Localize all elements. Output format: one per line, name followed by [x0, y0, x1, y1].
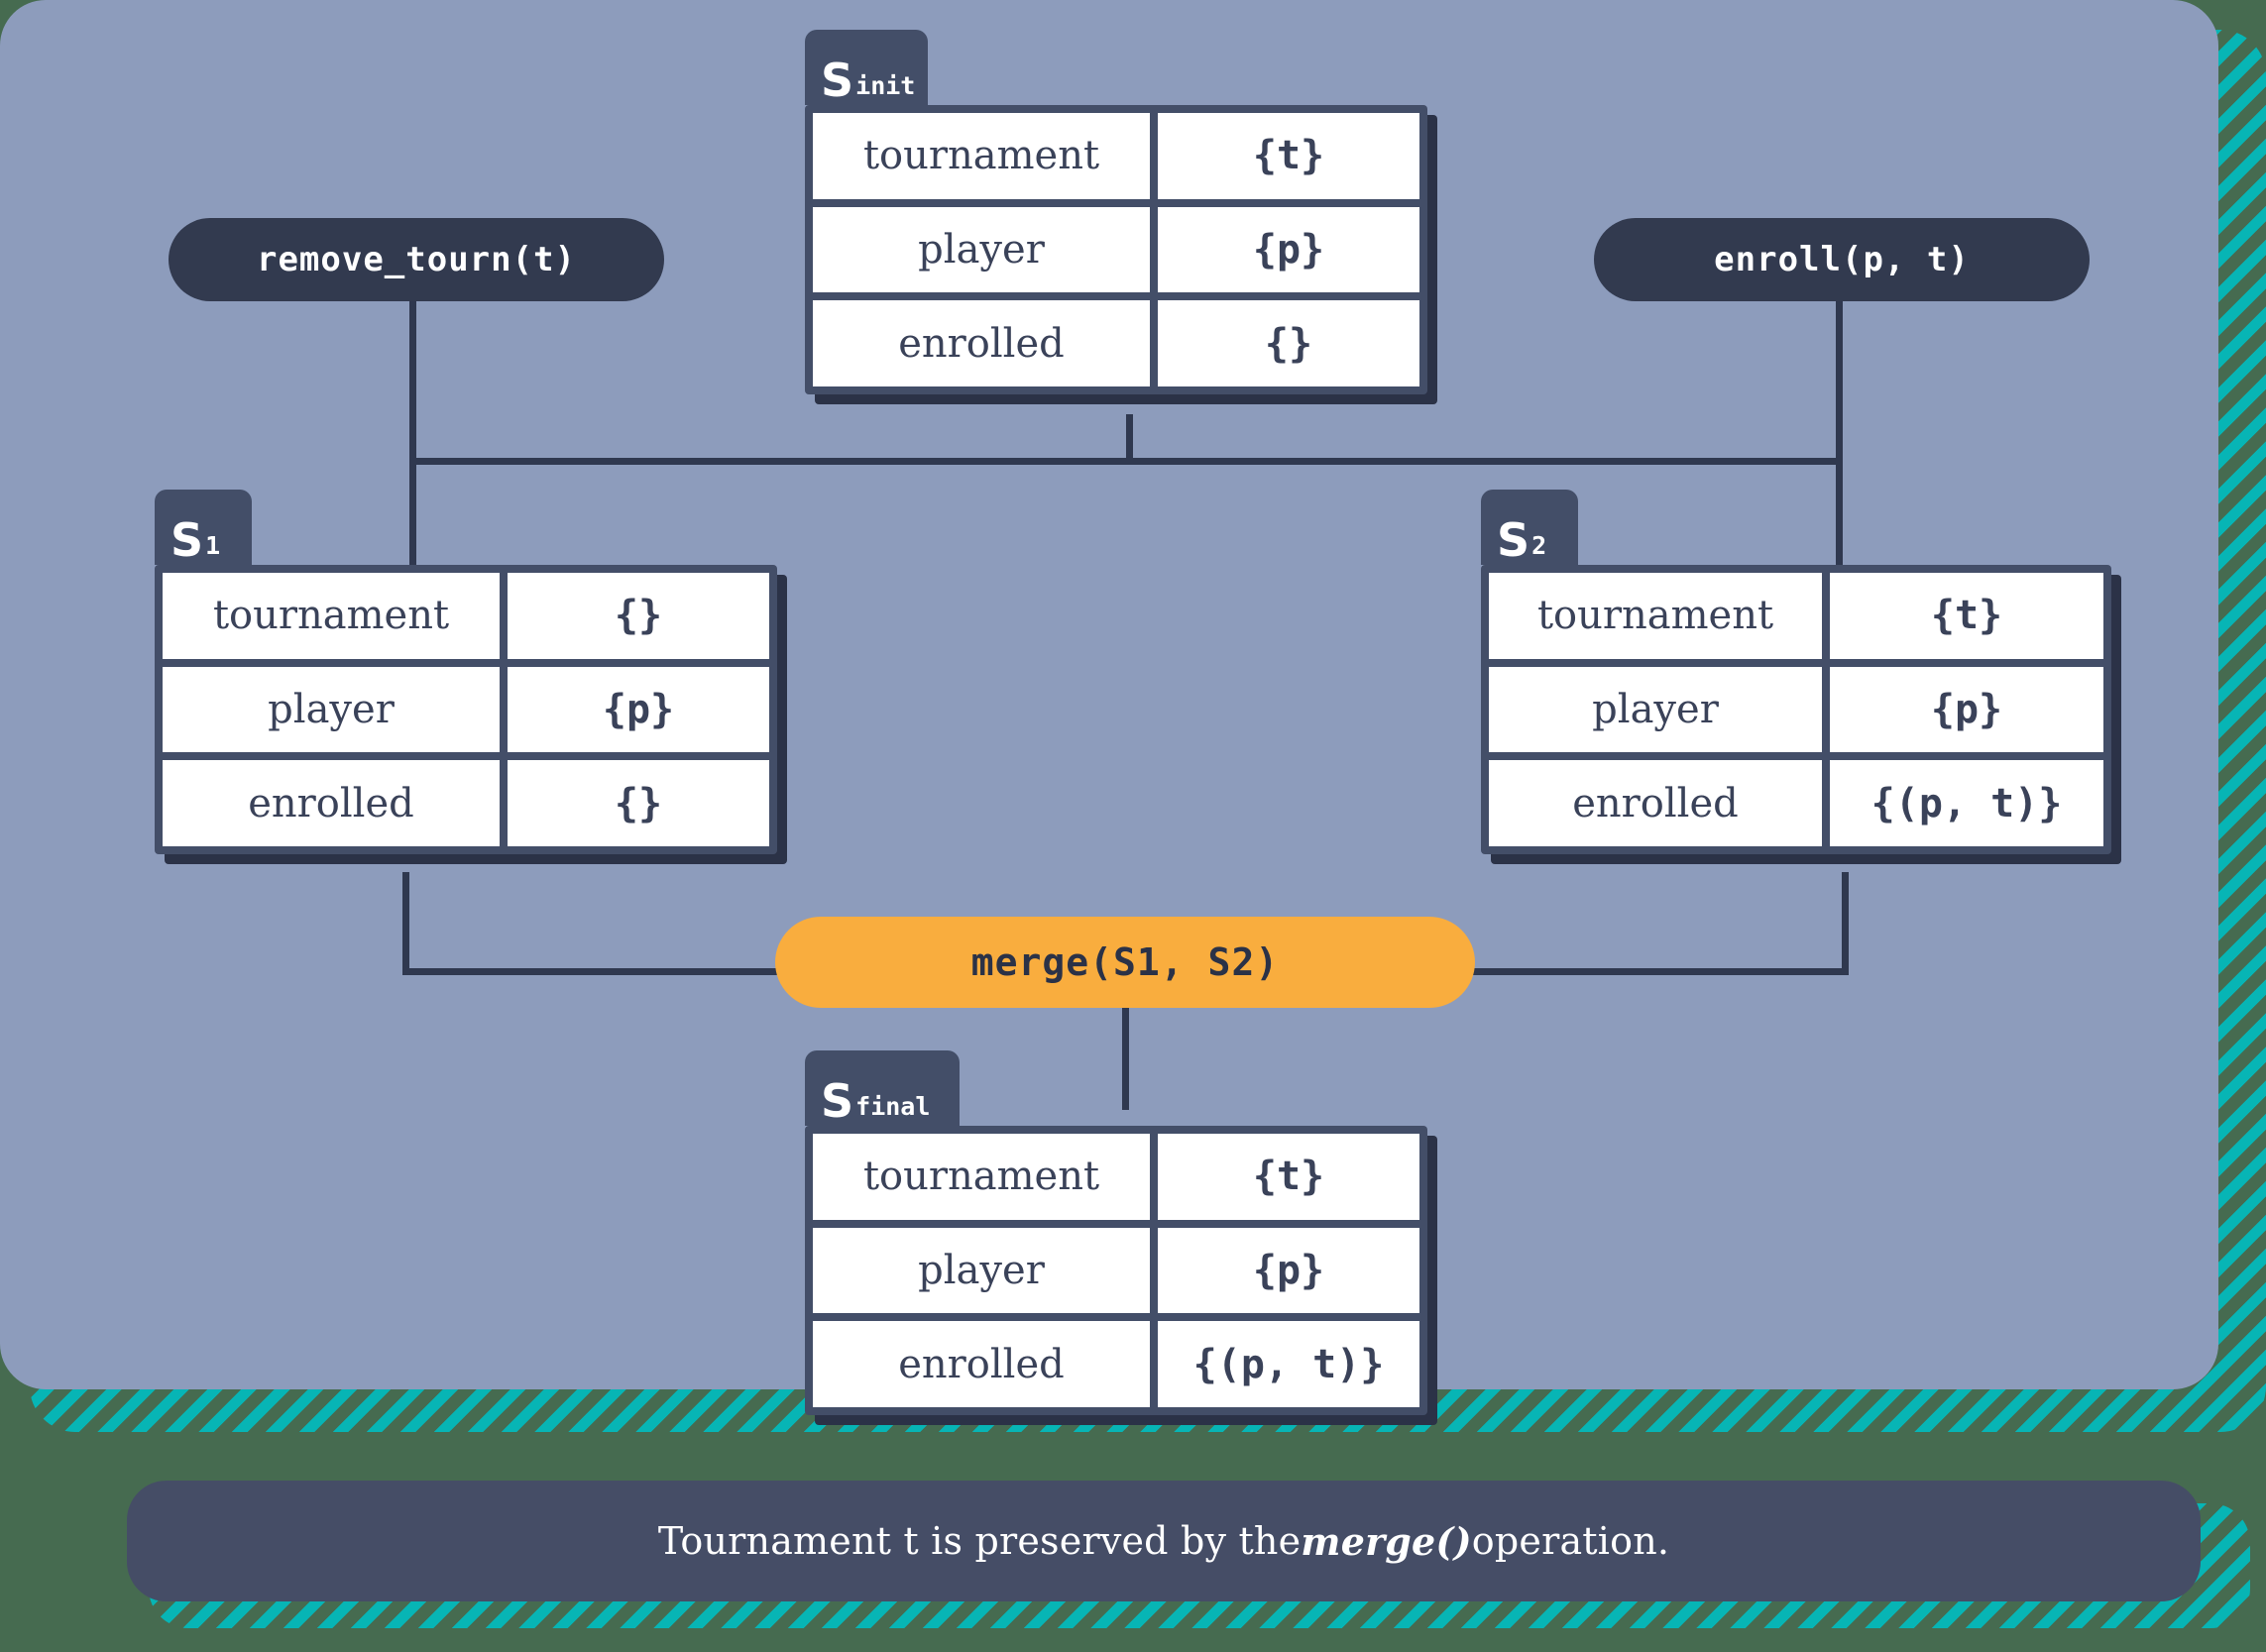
field-value-cell: {}: [1158, 300, 1419, 387]
operation-remove-tourn-label: remove_tourn(t): [256, 240, 577, 279]
field-name-cell: enrolled: [163, 760, 500, 847]
field-name-cell: player: [813, 1227, 1150, 1314]
field-name-cell: tournament: [163, 573, 500, 659]
operation-merge-label: merge(S1, S2): [970, 940, 1280, 984]
connector-right-vertical: [1836, 228, 1843, 575]
connector-s2-down: [1842, 872, 1849, 975]
connector-s1-down: [402, 872, 409, 975]
table-row: player {p}: [813, 1227, 1419, 1314]
state-tab-subscript: final: [855, 1092, 931, 1121]
field-name-cell: player: [163, 666, 500, 753]
field-value-cell: {t}: [1830, 573, 2103, 659]
field-name-cell: tournament: [813, 1134, 1150, 1220]
caption-text-after: operation.: [1471, 1519, 1670, 1563]
state-tab-name: S: [1497, 512, 1530, 567]
connector-bus-top: [409, 458, 1843, 465]
table-row: enrolled {(p, t)}: [1489, 760, 2103, 847]
table-row: enrolled {(p, t)}: [813, 1321, 1419, 1408]
field-value-cell: {}: [508, 760, 769, 847]
connector-s2-to-merge: [1467, 968, 1849, 975]
state-table-s1: tournament {} player {p} enrolled {}: [155, 565, 777, 854]
field-value-cell: {p}: [1158, 206, 1419, 293]
caption-banner: Tournament t is preserved by the merge()…: [127, 1481, 2201, 1601]
table-row: player {p}: [813, 206, 1419, 293]
table-row: enrolled {}: [163, 760, 769, 847]
field-value-cell: {p}: [1158, 1227, 1419, 1314]
connector-init-down: [1126, 414, 1133, 464]
state-tab-name: S: [170, 512, 204, 567]
field-value-cell: {(p, t)}: [1830, 760, 2103, 847]
state-tab-s2: S 2: [1481, 490, 1578, 565]
state-tab-s1: S 1: [155, 490, 252, 565]
state-tab-name: S: [821, 1073, 854, 1128]
table-row: tournament {t}: [813, 1134, 1419, 1220]
state-table-s2: tournament {t} player {p} enrolled {(p, …: [1481, 565, 2111, 854]
table-row: tournament {t}: [813, 113, 1419, 199]
field-value-cell: {}: [508, 573, 769, 659]
table-row: player {p}: [1489, 666, 2103, 753]
field-value-cell: {(p, t)}: [1158, 1321, 1419, 1408]
field-name-cell: enrolled: [1489, 760, 1822, 847]
operation-remove-tourn[interactable]: remove_tourn(t): [169, 218, 664, 301]
caption-emphasis: merge(): [1301, 1518, 1472, 1564]
table-row: tournament {t}: [1489, 573, 2103, 659]
operation-enroll[interactable]: enroll(p, t): [1594, 218, 2090, 301]
state-table-s-init: tournament {t} player {p} enrolled {}: [805, 105, 1427, 394]
state-table-s-final: tournament {t} player {p} enrolled {(p, …: [805, 1126, 1427, 1415]
field-value-cell: {t}: [1158, 1134, 1419, 1220]
state-tab-subscript: 2: [1531, 531, 1547, 560]
field-name-cell: tournament: [813, 113, 1150, 199]
connector-merge-down: [1122, 1003, 1129, 1110]
field-value-cell: {p}: [1830, 666, 2103, 753]
field-name-cell: player: [813, 206, 1150, 293]
state-tab-s-init: S init: [805, 30, 928, 105]
field-value-cell: {t}: [1158, 113, 1419, 199]
table-row: player {p}: [163, 666, 769, 753]
caption-text-before: Tournament t is preserved by the: [657, 1519, 1302, 1563]
state-tab-s-final: S final: [805, 1050, 960, 1126]
state-tab-name: S: [821, 53, 854, 107]
table-row: tournament {}: [163, 573, 769, 659]
connector-left-vertical: [409, 228, 416, 575]
field-name-cell: enrolled: [813, 300, 1150, 387]
table-row: enrolled {}: [813, 300, 1419, 387]
connector-s1-to-merge: [402, 968, 789, 975]
state-tab-subscript: 1: [205, 531, 221, 560]
operation-enroll-label: enroll(p, t): [1714, 240, 1970, 279]
operation-merge[interactable]: merge(S1, S2): [775, 917, 1475, 1008]
field-value-cell: {p}: [508, 666, 769, 753]
field-name-cell: enrolled: [813, 1321, 1150, 1408]
field-name-cell: player: [1489, 666, 1822, 753]
state-tab-subscript: init: [855, 71, 916, 100]
field-name-cell: tournament: [1489, 573, 1822, 659]
